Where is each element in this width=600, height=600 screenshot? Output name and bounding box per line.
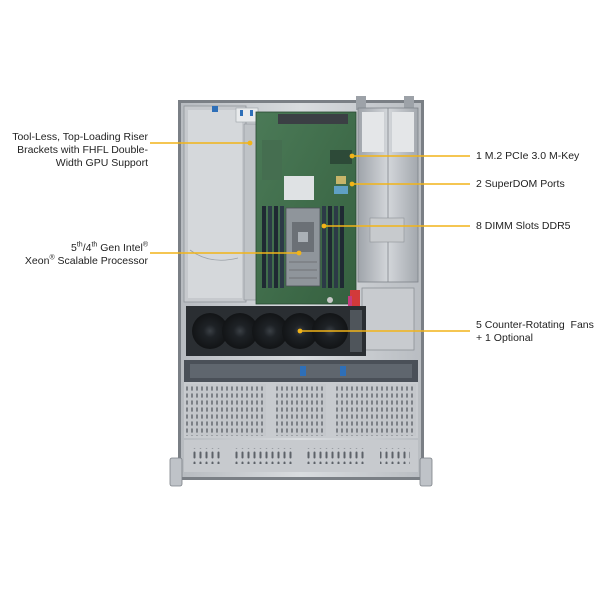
- drive-bays: [184, 360, 418, 438]
- processor-gen-b-sup: th: [91, 241, 98, 249]
- riser-callout-line-1: Tool-Less, Top-Loading Riser: [12, 131, 148, 143]
- m2-callout-label: 1 M.2 PCIe 3.0 M-Key: [476, 150, 580, 162]
- fans-callout-line-2: + 1 Optional: [476, 332, 533, 344]
- processor-xeon: Xeon: [24, 255, 50, 267]
- superdom-callout-label: 2 SuperDOM Ports: [476, 178, 565, 190]
- riser-callout-label: Tool-Less, Top-Loading Riser Brackets wi…: [12, 131, 148, 170]
- processor-xeon-rest: Scalable Processor: [54, 255, 148, 267]
- processor-callout-line-2: Xeon® Scalable Processor: [25, 255, 148, 268]
- processor-callout-line-1: 5th/4th Gen Intel®: [25, 242, 148, 255]
- riser-bracket: [183, 105, 259, 303]
- riser-callout-line-2: Brackets with FHFL Double-: [17, 144, 148, 156]
- processor-gen-b: /4: [82, 242, 92, 254]
- front-vents: [184, 440, 418, 472]
- processor-gen-a: 5: [71, 242, 77, 254]
- callout-lines: [150, 140, 470, 334]
- fans-callout-line-1: 5 Counter-Rotating Fans: [476, 319, 594, 331]
- fans-callout-label: 5 Counter-Rotating Fans + 1 Optional: [476, 319, 594, 345]
- processor-callout-label: 5th/4th Gen Intel® Xeon® Scalable Proces…: [25, 242, 148, 268]
- dimm-callout-label: 8 DIMM Slots DDR5: [476, 220, 571, 232]
- processor-gen-reg: ®: [142, 241, 148, 249]
- cpu-heatsink: [285, 207, 321, 287]
- processor-xeon-reg: ®: [49, 254, 55, 262]
- processor-gen-rest: Gen Intel: [97, 242, 143, 254]
- processor-gen-a-sup: th: [76, 241, 83, 249]
- dimm-slots: [262, 206, 344, 288]
- riser-callout-line-3: Width GPU Support: [55, 157, 148, 169]
